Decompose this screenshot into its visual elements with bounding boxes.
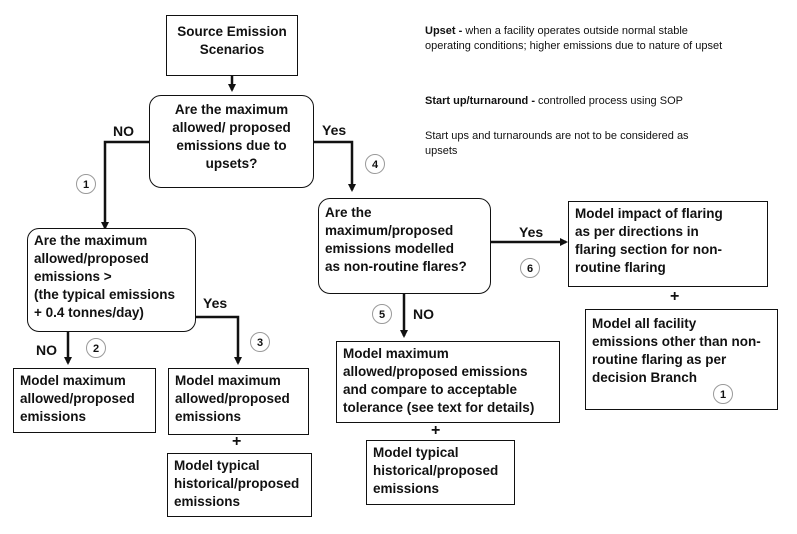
arrow-typical-yes xyxy=(196,315,242,365)
node-model-maximum-compare-tolerance: Model maximum allowed/proposed emissions… xyxy=(336,341,560,423)
note-upset-term: Upset - xyxy=(425,25,463,37)
plus-sign-yes-branch: + xyxy=(232,433,242,450)
note-upset-text: when a facility operates outside normal … xyxy=(425,25,723,52)
node-model-all-facility-emissions: Model all facility emissions other than … xyxy=(585,309,778,410)
marker-6: 6 xyxy=(520,258,540,278)
node-question-non-routine-flares: Are the maximum/proposed emissions model… xyxy=(318,198,491,294)
label-flares-yes: Yes xyxy=(519,224,544,240)
plus-sign-compare: + xyxy=(431,422,441,439)
label-typical-no: NO xyxy=(36,342,57,358)
node-model-maximum-no-branch: Model maximum allowed/proposed emissions xyxy=(13,368,156,433)
label-flares-no: NO xyxy=(413,306,434,322)
marker-4: 4 xyxy=(365,154,385,174)
marker-2: 2 xyxy=(86,338,106,358)
node-question-typical-emissions: Are the maximum allowed/proposed emissio… xyxy=(27,228,196,332)
node-question-upsets: Are the maximum allowed/ proposed emissi… xyxy=(149,95,314,188)
node-source-emission-scenarios: Source Emission Scenarios xyxy=(166,15,298,76)
note-startup-term: Start up/turnaround - xyxy=(425,95,535,107)
plus-sign-flaring: + xyxy=(670,288,680,305)
marker-5: 5 xyxy=(372,304,392,324)
note-startup-definition: Start up/turnaround - controlled process… xyxy=(425,94,745,109)
label-upsets-no: NO xyxy=(113,123,134,139)
label-upsets-yes: Yes xyxy=(322,122,347,138)
marker-3: 3 xyxy=(250,332,270,352)
node-model-maximum-yes-branch: Model maximum allowed/proposed emissions xyxy=(168,368,309,435)
note-startup-text: controlled process using SOP xyxy=(535,95,683,107)
node-model-flaring-impact: Model impact of flaring as per direction… xyxy=(568,201,768,287)
arrow-upsets-no xyxy=(101,140,150,230)
note-startups-not-upsets: Start ups and turnarounds are not to be … xyxy=(425,130,689,157)
label-typical-yes: Yes xyxy=(203,295,228,311)
node-model-typical-historical-2: Model typical historical/proposed emissi… xyxy=(366,440,515,505)
arrow-upsets-yes xyxy=(314,140,356,192)
note-upset-definition: Upset - when a facility operates outside… xyxy=(425,24,725,54)
marker-1: 1 xyxy=(76,174,96,194)
marker-branch-1: 1 xyxy=(713,384,733,404)
node-model-typical-historical: Model typical historical/proposed emissi… xyxy=(167,453,312,517)
